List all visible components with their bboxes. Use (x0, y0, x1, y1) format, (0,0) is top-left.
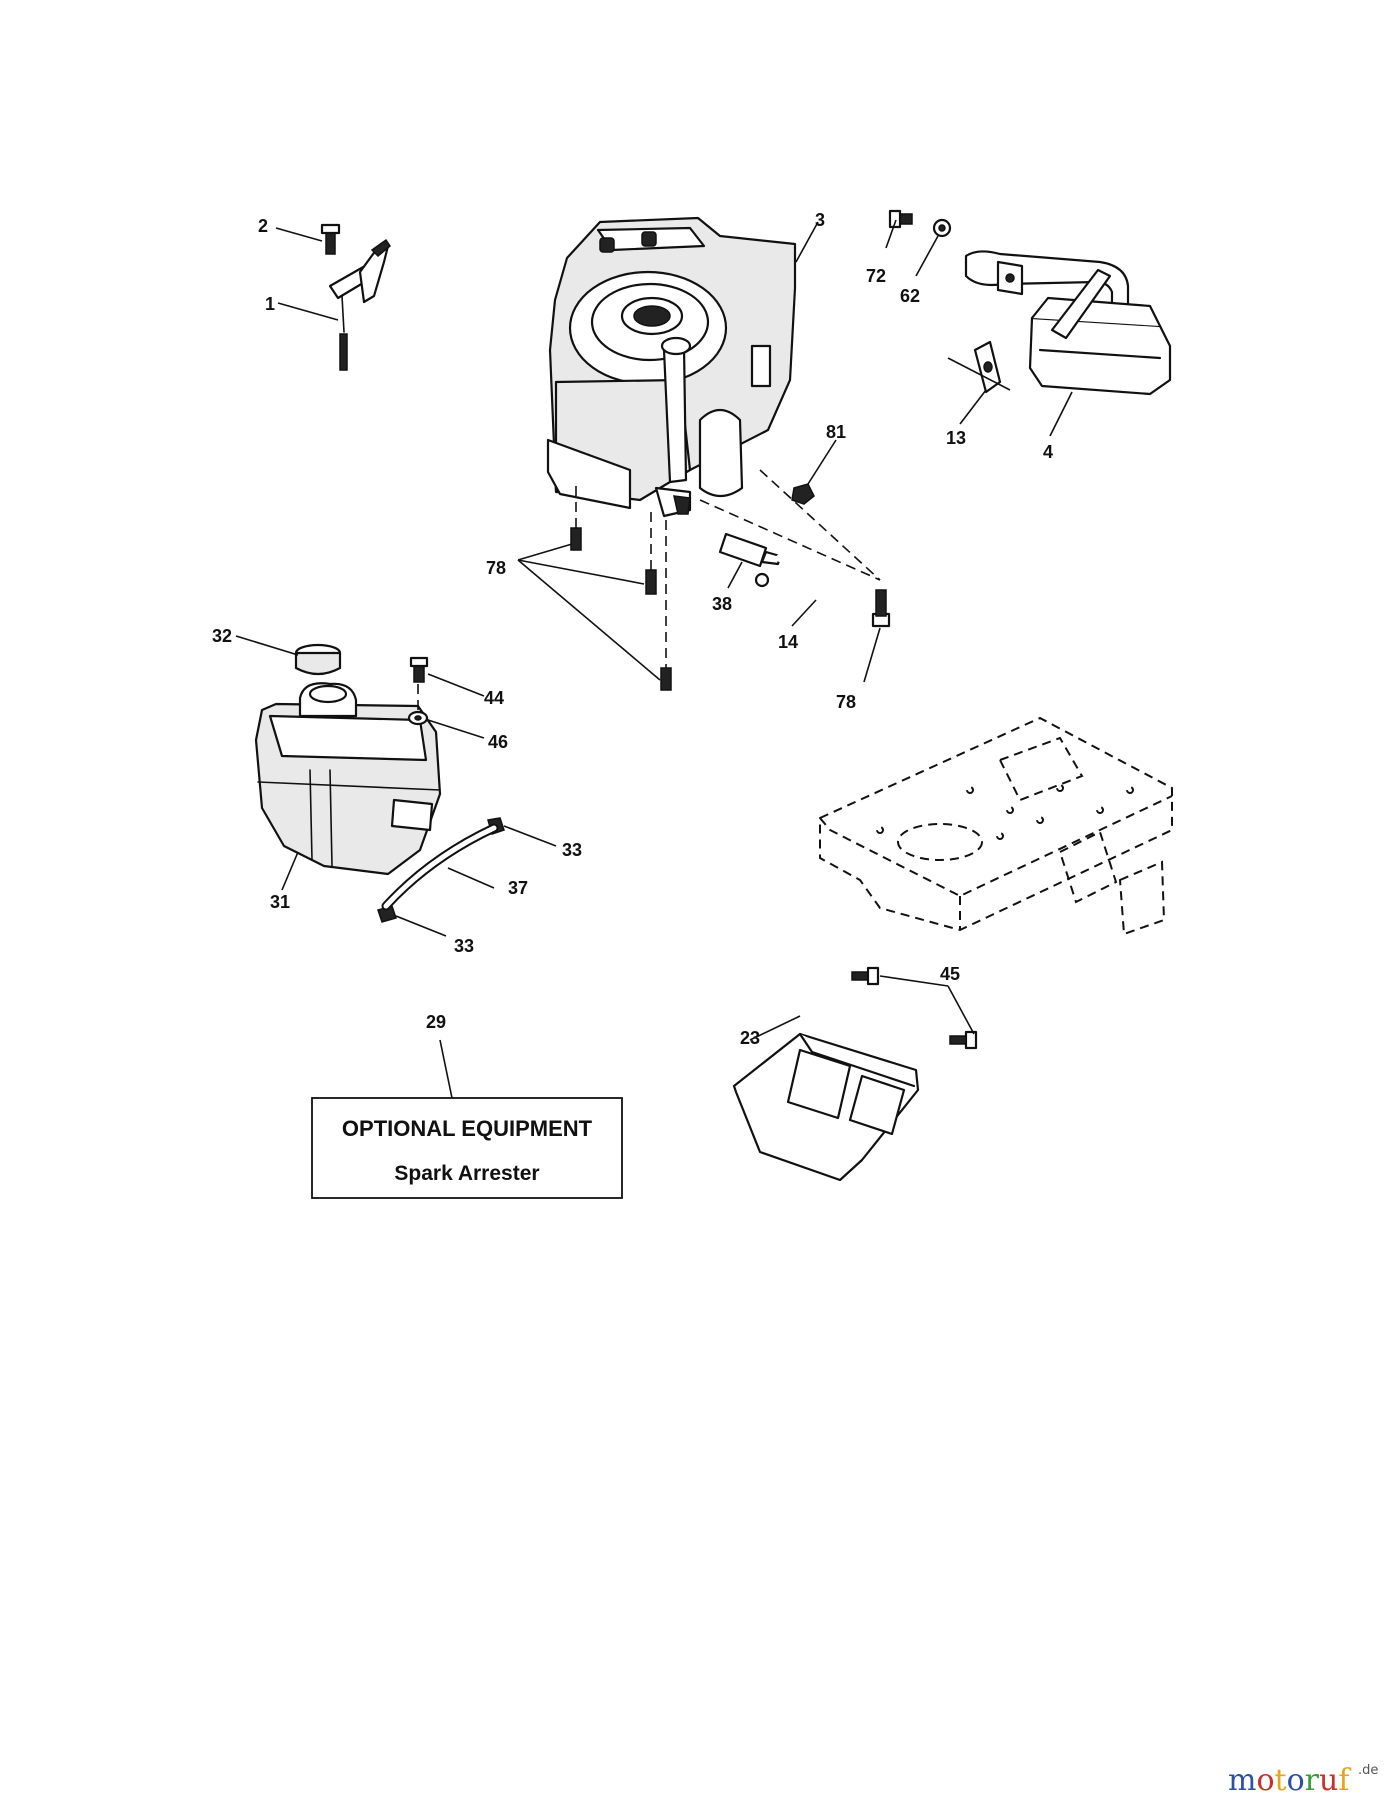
watermark-letter: t (1275, 1763, 1287, 1798)
note-box (311, 1097, 623, 1199)
callout-38: 38 (712, 594, 732, 614)
oil-filter (698, 408, 744, 498)
callout-3: 3 (815, 210, 825, 230)
muffler-heat-shield (1050, 268, 1112, 340)
frame-plate (819, 716, 1173, 932)
cable-end (339, 333, 348, 371)
watermark-letter: o (1287, 1763, 1305, 1798)
callout-46: 46 (488, 732, 508, 752)
engine (546, 216, 819, 518)
dipstick-cap (660, 336, 692, 356)
lever-knob (370, 238, 391, 258)
muffler-body (1028, 316, 1172, 396)
bolt-78-d (875, 589, 887, 617)
watermark-suffix: .de (1358, 1763, 1378, 1778)
callout-62: 62 (900, 286, 920, 306)
throttle-lever (358, 244, 390, 304)
callout-4: 4 (1043, 442, 1053, 462)
watermark-letter: o (1256, 1763, 1274, 1798)
callout-72: 72 (866, 266, 886, 286)
optional-equipment-note: OPTIONAL EQUIPMENT Spark Arrester (311, 1039, 623, 1199)
engine-fitting-a (599, 237, 615, 253)
callout-33-lower: 33 (454, 936, 474, 956)
callout-78-right: 78 (836, 692, 856, 712)
callout-81: 81 (826, 422, 846, 442)
motoruf-watermark: motoruf .de (1228, 1763, 1378, 1798)
nut-81 (791, 483, 815, 505)
chassis-frame (819, 716, 1173, 936)
callout-78-left: 78 (486, 558, 506, 578)
callout-29: 29 (426, 1012, 446, 1032)
fuel-tank-assembly (235, 635, 557, 937)
fuel-cap-32 (294, 651, 342, 676)
frame-cutout (897, 823, 983, 861)
throttle-control-bracket (275, 223, 391, 371)
callout-45: 45 (940, 964, 960, 984)
note-title: OPTIONAL EQUIPMENT (342, 1116, 593, 1141)
watermark-letter: u (1319, 1763, 1338, 1798)
engine-fasteners (517, 439, 891, 691)
muffler-assembly (885, 209, 1172, 437)
bolt-78-a (570, 527, 582, 551)
engine-side-tab (750, 344, 772, 388)
callout-33-upper: 33 (562, 840, 582, 860)
watermark-text: motoruf (1228, 1763, 1351, 1798)
callout-37: 37 (508, 878, 528, 898)
callout-2: 2 (258, 216, 268, 236)
screw-2-head (320, 223, 341, 235)
watermark-letter: m (1228, 1763, 1256, 1798)
callout-32: 32 (212, 626, 232, 646)
engine-fitting-b (641, 231, 657, 247)
watermark-letter: r (1305, 1763, 1320, 1798)
fuel-filter-38 (718, 532, 768, 568)
note-subtitle: Spark Arrester (394, 1162, 539, 1185)
watermark-letter: f (1338, 1763, 1351, 1798)
callout-1: 1 (265, 294, 275, 314)
callout-31: 31 (270, 892, 290, 912)
bolt-78-c (660, 667, 672, 691)
bolt-78-b (645, 569, 657, 595)
heat-shield-assembly (732, 966, 978, 1182)
oil-drain-plug (673, 495, 691, 515)
callout-23: 23 (740, 1028, 760, 1048)
callout-44: 44 (484, 688, 504, 708)
bolt-72-head (888, 209, 902, 229)
callout-labels: 2 1 3 72 62 13 4 81 78 38 14 78 32 44 46… (212, 210, 1053, 1048)
callout-13: 13 (946, 428, 966, 448)
engine-base-flange (546, 438, 632, 510)
callout-14: 14 (778, 632, 798, 652)
